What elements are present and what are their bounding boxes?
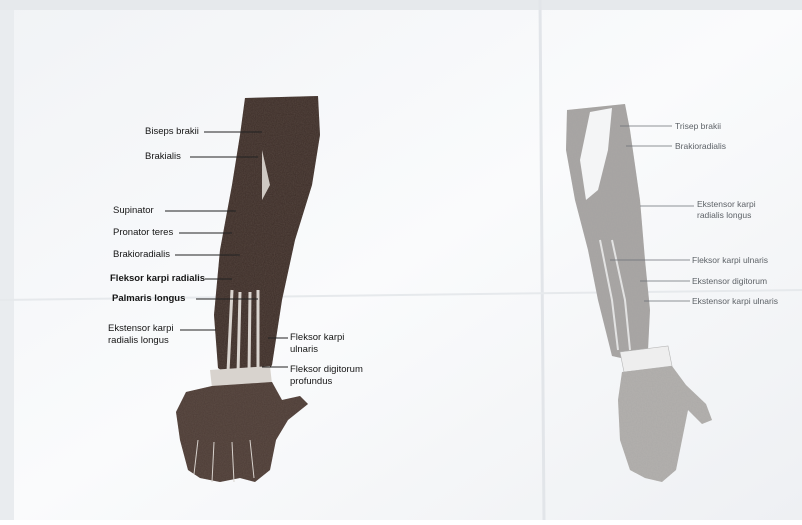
label-biseps-brakii: Biseps brakii xyxy=(145,126,199,137)
label-supinator: Supinator xyxy=(113,205,154,216)
label-fleksor-karpi-ulnaris-2: ulnaris xyxy=(290,344,318,355)
label-ekstensor-karpi-radialis-longus-right-1: Ekstensor karpi xyxy=(697,199,756,209)
label-brakialis: Brakialis xyxy=(145,151,181,162)
label-trisep-brakii: Trisep brakii xyxy=(675,121,721,131)
label-brakioradialis-right: Brakioradialis xyxy=(675,141,726,151)
label-fleksor-karpi-ulnaris-1: Fleksor karpi xyxy=(290,332,344,343)
label-brakioradialis: Brakioradialis xyxy=(113,249,170,260)
label-ekstensor-karpi-radialis-longus-right-2: radialis longus xyxy=(697,210,751,220)
label-fleksor-digitorum-profundus-1: Fleksor digitorum xyxy=(290,364,363,375)
label-fleksor-digitorum-profundus-2: profundus xyxy=(290,376,332,387)
label-ekstensor-karpi-ulnaris: Ekstensor karpi ulnaris xyxy=(692,296,778,306)
label-palmaris-longus: Palmaris longus xyxy=(112,293,185,304)
label-fleksor-karpi-ulnaris-right: Fleksor karpi ulnaris xyxy=(692,255,768,265)
label-fleksor-karpi-radialis: Fleksor karpi radialis xyxy=(110,273,205,284)
label-ekstensor-karpi-radialis-longus-2: radialis longus xyxy=(108,335,169,346)
label-pronator-teres: Pronator teres xyxy=(113,227,173,238)
label-ekstensor-digitorum: Ekstensor digitorum xyxy=(692,276,767,286)
label-ekstensor-karpi-radialis-longus-1: Ekstensor karpi xyxy=(108,323,173,334)
